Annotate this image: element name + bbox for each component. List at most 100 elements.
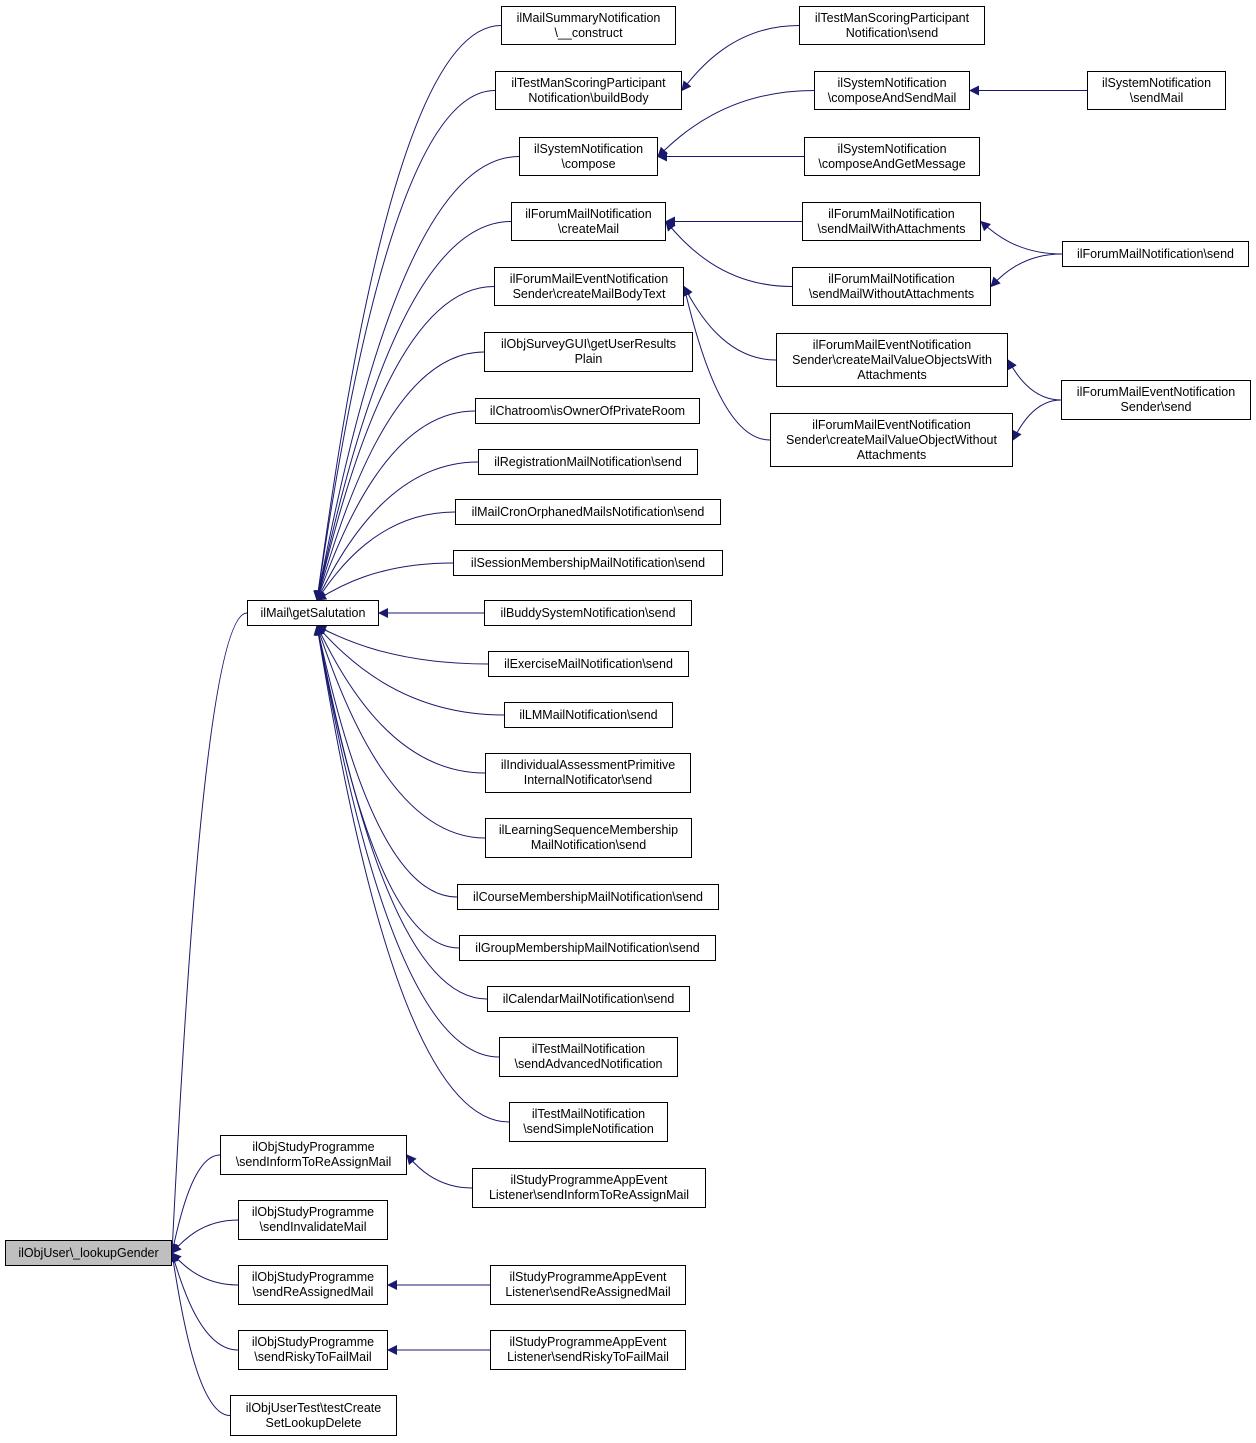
node-n_risky[interactable]: ilObjStudyProgramme\sendRiskyToFailMail <box>238 1330 388 1370</box>
node-label-line: ilStudyProgrammeAppEvent <box>509 1335 667 1349</box>
node-label-line: ilCalendarMailNotification\send <box>502 991 675 1006</box>
edge-n_cron-to-getSalutation <box>316 511 456 601</box>
node-n_lm[interactable]: ilLMMailNotification\send <box>504 702 673 728</box>
edge-n_fmensSend-to-n_valueWithout <box>1012 399 1062 441</box>
node-n_calendar[interactable]: ilCalendarMailNotification\send <box>487 986 690 1012</box>
node-label-line: ilSystemNotification <box>533 141 644 156</box>
edge-n_exercise-to-getSalutation <box>316 625 489 665</box>
node-label-line: ilForumMailNotification\send <box>1076 246 1234 261</box>
node-label-line: ilTestMailNotification <box>531 1107 646 1121</box>
edge-n_withoutAtt-to-n_createMail <box>665 220 793 287</box>
node-label-line: \sendReAssignedMail <box>252 1285 374 1299</box>
node-label-line: ilObjStudyProgramme <box>251 1205 375 1219</box>
node-n_exercise[interactable]: ilExerciseMailNotification\send <box>488 651 689 677</box>
node-n_composeAndSend[interactable]: ilSystemNotification\composeAndSendMail <box>814 71 970 110</box>
node-n_construct[interactable]: ilMailSummaryNotification\__construct <box>501 6 676 45</box>
node-label-line: ilMailCronOrphanedMailsNotification\send <box>471 504 705 519</box>
node-n_chatroom[interactable]: ilChatroom\isOwnerOfPrivateRoom <box>475 398 700 424</box>
node-lookupGender: ilObjUser\_lookupGender <box>5 1240 172 1266</box>
node-n_withAtt[interactable]: ilForumMailNotification\sendMailWithAtta… <box>802 202 981 241</box>
node-n_registration[interactable]: ilRegistrationMailNotification\send <box>478 449 698 475</box>
edge-n_construct-to-getSalutation <box>313 25 502 601</box>
node-n_cron[interactable]: ilMailCronOrphanedMailsNotification\send <box>455 499 721 525</box>
node-label-line: SetLookupDelete <box>265 1415 362 1430</box>
node-label-line: ilLMMailNotification\send <box>519 707 658 722</box>
edge-n_composeAndSend-to-n_compose <box>657 90 815 158</box>
node-label-line: ilForumMailEventNotification <box>1076 385 1236 399</box>
edge-n_simple-to-getSalutation <box>313 625 510 1123</box>
node-label-line: ilStudyProgrammeAppEvent <box>509 1270 667 1284</box>
node-n_group[interactable]: ilGroupMembershipMailNotification\send <box>459 935 716 961</box>
edge-n_bodyText-to-getSalutation <box>314 286 495 601</box>
node-label-line: Notification\send <box>845 25 939 40</box>
edge-n_chatroom-to-getSalutation <box>315 410 476 601</box>
edge-n_listenerInform-to-n_informReassign <box>406 1154 473 1189</box>
node-n_composeAndGet[interactable]: ilSystemNotification\composeAndGetMessag… <box>804 137 980 176</box>
node-n_createMail[interactable]: ilForumMailNotification\createMail <box>511 202 666 241</box>
node-n_reassigned[interactable]: ilObjStudyProgramme\sendReAssignedMail <box>238 1265 388 1305</box>
node-n_advanced[interactable]: ilTestMailNotification\sendAdvancedNotif… <box>499 1037 678 1077</box>
node-n_buddy[interactable]: ilBuddySystemNotification\send <box>484 600 692 626</box>
node-label-line: ilObjUserTest\testCreate <box>245 1400 382 1415</box>
node-label-line: Listener\sendReAssignedMail <box>505 1285 671 1299</box>
node-label-line: \sendMailWithoutAttachments <box>808 286 975 301</box>
edge-n_invalidate-to-lookupGender <box>171 1219 239 1254</box>
node-label-line: \sendMail <box>1129 90 1184 105</box>
node-label-line: \sendInvalidateMail <box>259 1220 367 1234</box>
node-label-line: ilObjStudyProgramme <box>251 1335 375 1349</box>
node-label-line: Sender\createMailValueObjectsWith <box>792 352 992 367</box>
node-label-line: ilSessionMembershipMailNotification\send <box>470 555 706 570</box>
node-label-line: ilForumMailEventNotification <box>812 417 971 432</box>
node-label-line: ilForumMailEventNotification <box>509 271 669 286</box>
node-label-line: \sendAdvancedNotification <box>514 1057 663 1071</box>
node-n_invalidate[interactable]: ilObjStudyProgramme\sendInvalidateMail <box>238 1200 388 1240</box>
node-label-line: \sendRiskyToFailMail <box>254 1350 372 1364</box>
node-n_sysSendMail[interactable]: ilSystemNotification\sendMail <box>1087 71 1226 110</box>
edge-n_individual-to-getSalutation <box>316 625 486 774</box>
node-label-line: ilObjStudyProgramme <box>252 1140 375 1154</box>
node-label-line: ilForumMailNotification <box>525 206 652 221</box>
node-label-line: \sendInformToReAssignMail <box>235 1155 392 1169</box>
node-n_compose[interactable]: ilSystemNotification\compose <box>519 137 658 176</box>
node-label-line: ilTestMailNotification <box>531 1042 646 1056</box>
node-label-line: ilStudyProgrammeAppEvent <box>510 1173 668 1187</box>
edge-n_tmsSend-to-n_buildBody <box>681 25 800 92</box>
edge-n_advanced-to-getSalutation <box>313 625 500 1058</box>
node-label-line: ilChatroom\isOwnerOfPrivateRoom <box>489 403 686 418</box>
node-label-line: ilForumMailEventNotification <box>812 337 972 352</box>
node-label-line: ilSystemNotification <box>837 141 947 156</box>
node-label-line: MailNotification\send <box>530 838 647 852</box>
edge-n_valueWith-to-n_bodyText <box>683 285 777 361</box>
edge-n_lso-to-getSalutation <box>315 625 486 839</box>
node-label-line: ilIndividualAssessmentPrimitive <box>500 758 676 772</box>
node-label-line: Listener\sendRiskyToFailMail <box>507 1350 669 1364</box>
node-n_withoutAtt[interactable]: ilForumMailNotification\sendMailWithoutA… <box>792 267 991 306</box>
node-label-line: ilTestManScoringParticipant <box>511 75 666 90</box>
node-label-line: \composeAndSendMail <box>827 90 957 105</box>
node-n_simple[interactable]: ilTestMailNotification\sendSimpleNotific… <box>509 1102 668 1142</box>
edge-n_createMail-to-getSalutation <box>314 221 512 601</box>
node-n_session[interactable]: ilSessionMembershipMailNotification\send <box>453 550 723 576</box>
node-label-line: \__construct <box>554 25 623 40</box>
node-label-line: ilExerciseMailNotification\send <box>504 656 673 671</box>
node-n_course[interactable]: ilCourseMembershipMailNotification\send <box>457 884 719 910</box>
node-label-line: ilBuddySystemNotification\send <box>500 605 676 620</box>
node-n_fmnSend[interactable]: ilForumMailNotification\send <box>1062 241 1249 267</box>
node-getSalutation[interactable]: ilMail\getSalutation <box>247 600 379 626</box>
node-label-line: Plain <box>574 352 603 366</box>
node-n_informReassign[interactable]: ilObjStudyProgramme\sendInformToReAssign… <box>220 1135 407 1175</box>
